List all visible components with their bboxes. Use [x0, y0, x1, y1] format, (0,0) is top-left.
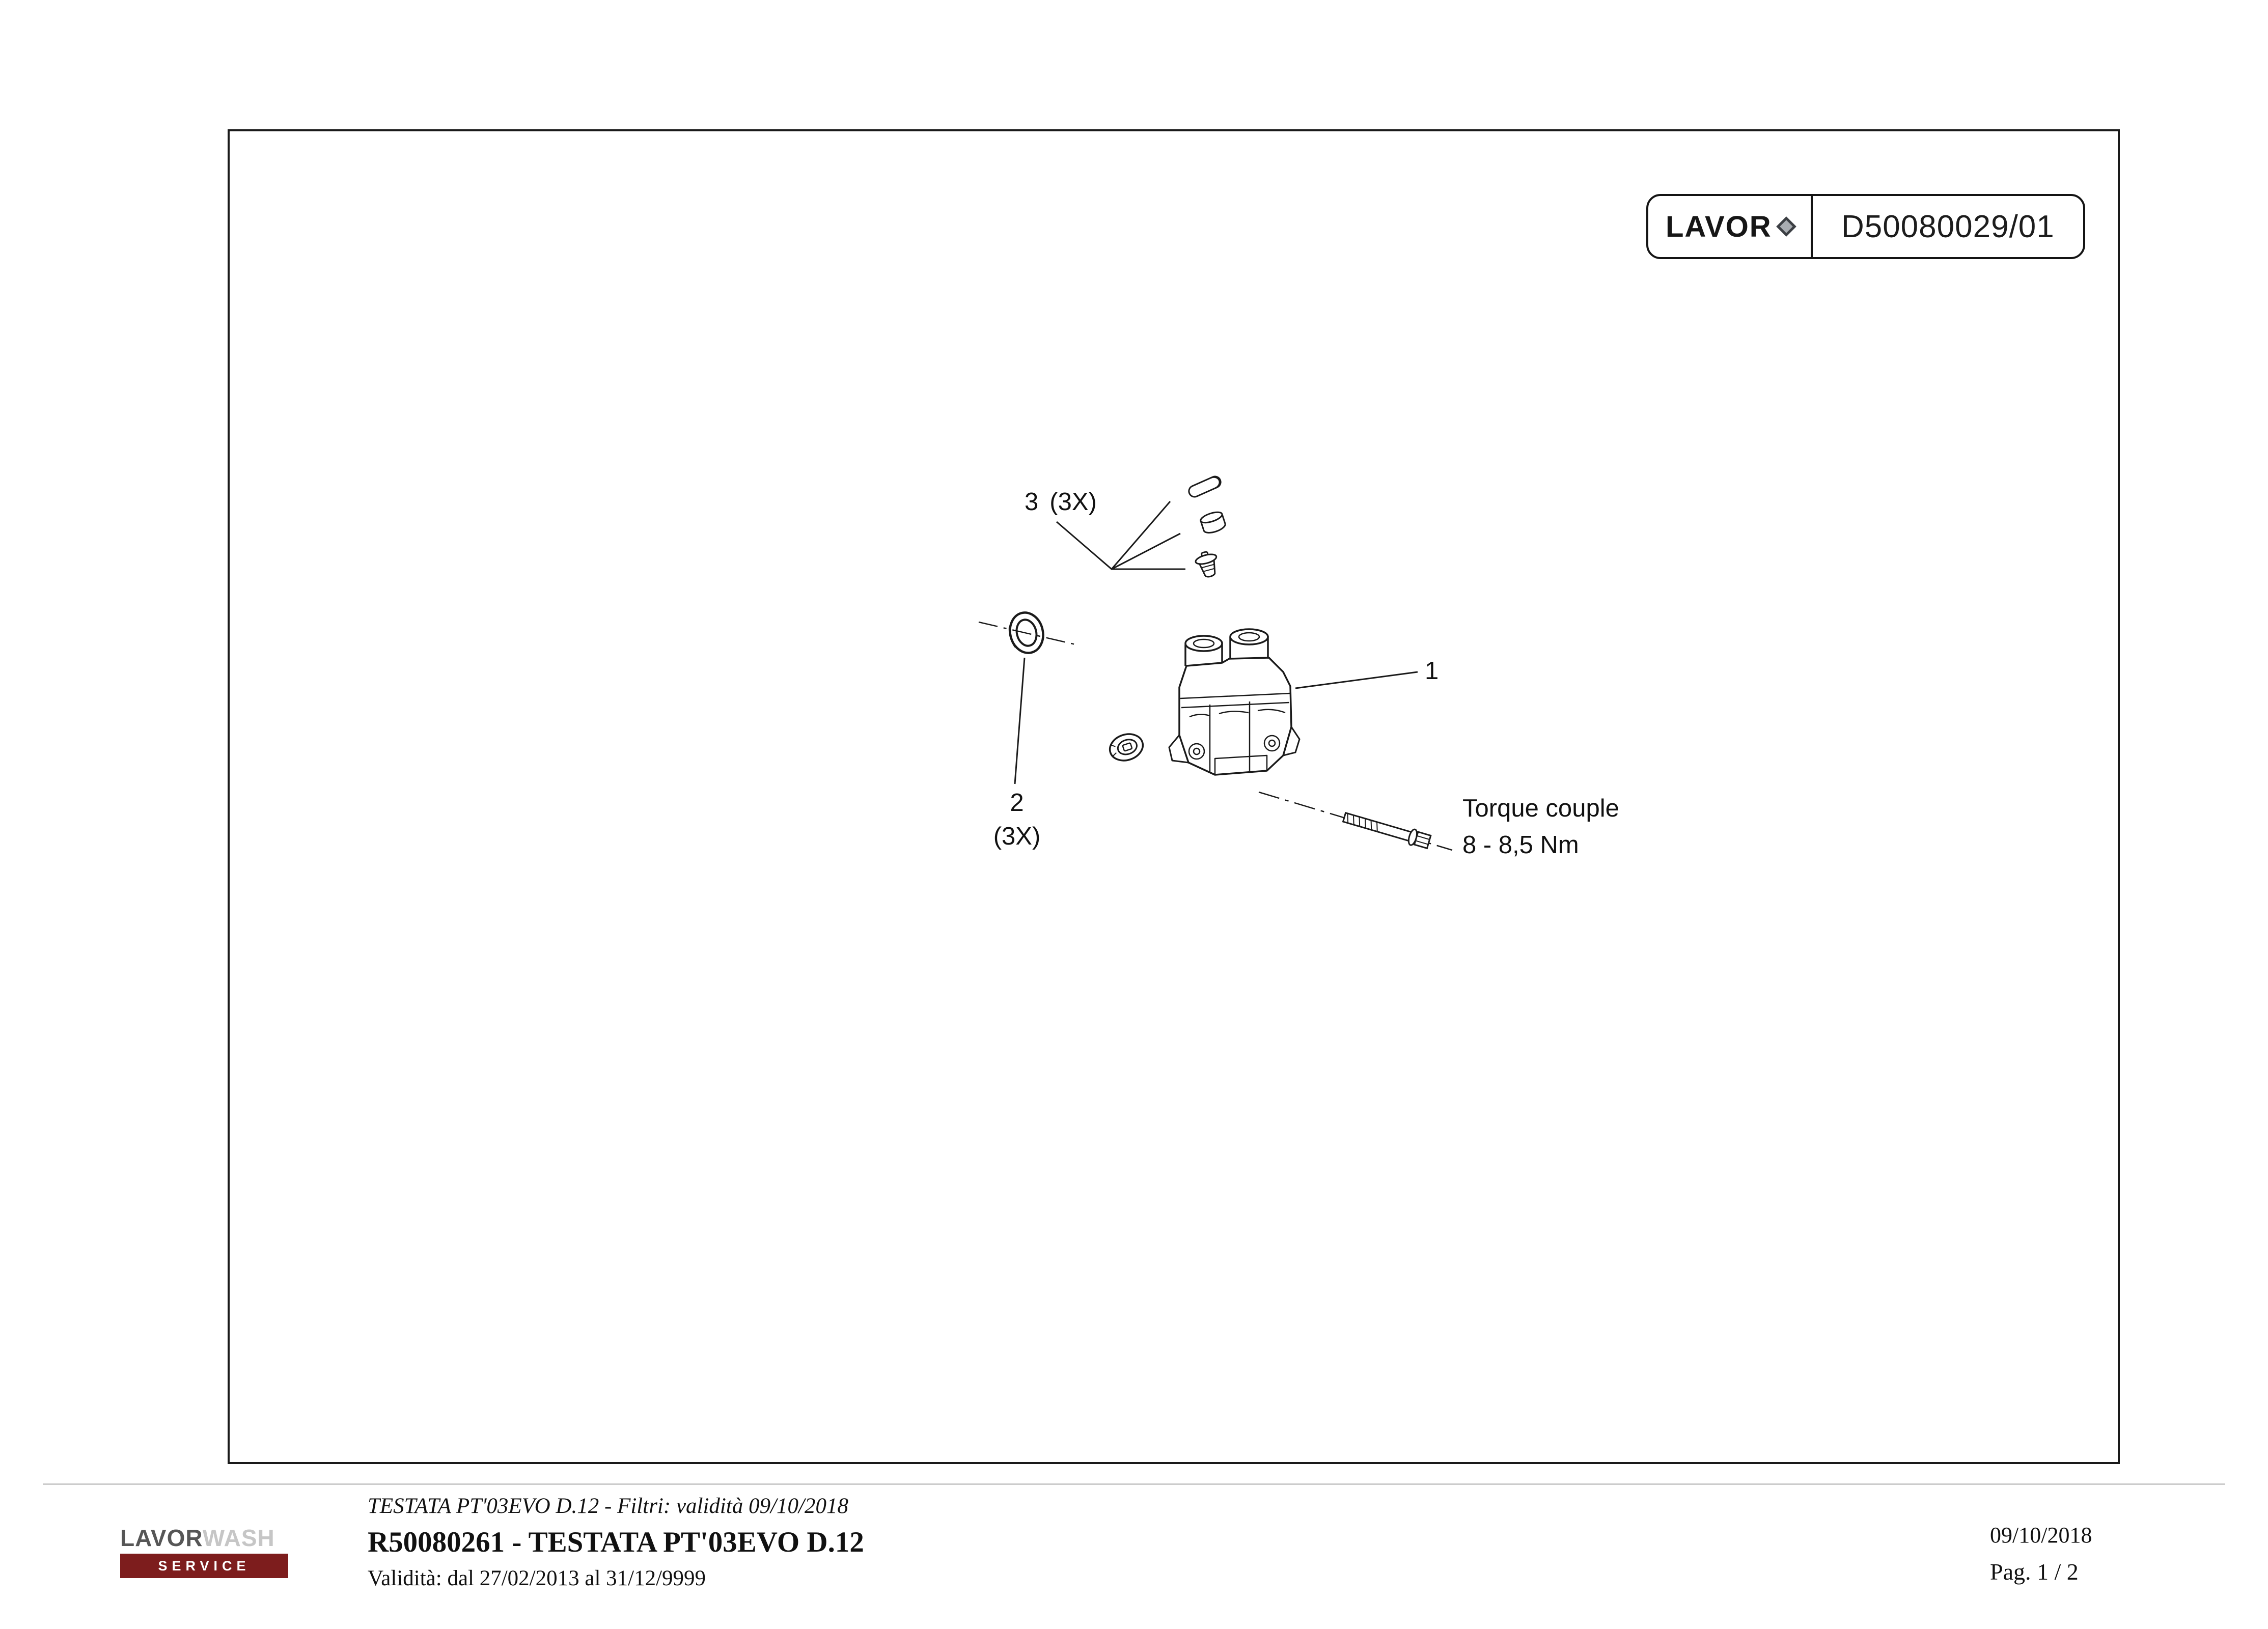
pump-head-part: [1168, 628, 1301, 776]
document-title: R50080261 - TESTATA PT'03EVO D.12: [368, 1526, 864, 1558]
doc-number-badge: LAVOR D50080029/01: [1646, 194, 2085, 259]
drawing-frame: [228, 129, 2120, 1464]
page-number: Pag. 1 / 2: [1990, 1559, 2079, 1585]
callout-item1: 1: [1425, 657, 1439, 685]
centerline-oring: [978, 621, 1076, 645]
brand-logo: LAVOR: [1648, 196, 1811, 257]
leader-line-item1: [1295, 671, 1418, 689]
callout-item3-number: 3: [1025, 488, 1039, 516]
callout-item2-number: 2: [1010, 789, 1024, 817]
callout-item3: 3 (3X): [1025, 488, 1097, 516]
bolt-part: [1342, 811, 1432, 850]
validity-range: Validità: dal 27/02/2013 al 31/12/9999: [368, 1566, 706, 1590]
callout-item2-qty: (3X): [993, 823, 1041, 850]
footer-divider: [43, 1483, 2225, 1485]
footer-meta: 09/10/2018 Pag. 1 / 2: [1990, 1522, 2092, 1585]
service-banner: SERVICE: [120, 1554, 288, 1578]
footer-title-block: TESTATA PT'03EVO D.12 - Filtri: validità…: [368, 1494, 864, 1591]
oring-part: [1008, 611, 1044, 654]
cap-part: [1200, 511, 1226, 533]
lavorwash-service-logo: LAVORWASH SERVICE: [120, 1526, 288, 1578]
logo-lavor-text: LAVOR: [120, 1525, 203, 1551]
brand-logo-text: LAVOR: [1666, 210, 1772, 243]
leader-line-item2: [1014, 657, 1026, 784]
valve-part: [1195, 551, 1218, 578]
logo-wash-text: WASH: [202, 1525, 275, 1551]
lavorwash-wordmark: LAVORWASH: [120, 1526, 288, 1550]
torque-annotation: Torque couple 8 - 8,5 Nm: [1462, 790, 1619, 863]
callout-item3-qty: (3X): [1049, 488, 1097, 516]
print-date: 09/10/2018: [1990, 1523, 2092, 1548]
callout-item1-number: 1: [1425, 657, 1439, 685]
badge-divider: [1810, 196, 1813, 257]
plug-part: [1109, 733, 1144, 762]
torque-value: 8 - 8,5 Nm: [1462, 831, 1579, 859]
torque-title: Torque couple: [1462, 795, 1619, 822]
callout-item2: 2 (3X): [974, 786, 1060, 853]
leader-lines-item3: [1056, 501, 1185, 571]
pin-part: [1188, 475, 1222, 498]
doc-number: D50080029/01: [1841, 209, 2055, 244]
document-subtitle: TESTATA PT'03EVO D.12 - Filtri: validità…: [368, 1494, 848, 1518]
